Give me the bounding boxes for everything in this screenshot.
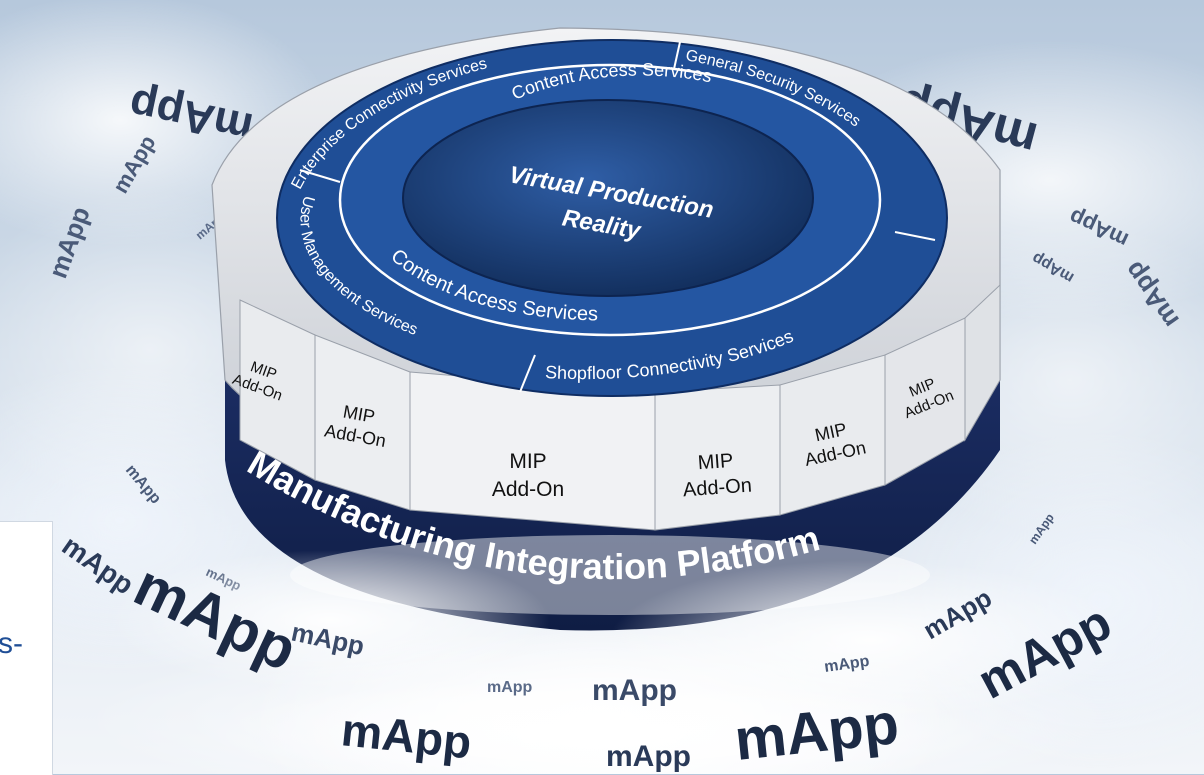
cloud-foreground [110, 550, 1130, 774]
side-panel-text: s- [0, 627, 23, 660]
app-label: mApp [823, 653, 870, 676]
addon-label: MIP [697, 450, 734, 474]
side-panel: s- [0, 521, 53, 775]
addon-block-4: MIP Add-On [682, 450, 752, 502]
addon-label: Add-On [682, 475, 752, 502]
app-label: mApp [592, 674, 677, 707]
app-label: mApp [108, 131, 161, 197]
app-label: mApp [606, 740, 691, 773]
center-disk: Virtual Production Reality [402, 99, 814, 297]
addon-label: MIP [509, 450, 546, 473]
addon-label: Add-On [492, 478, 564, 501]
app-label: mApp [57, 530, 140, 601]
addon-block-3: MIP Add-On [492, 450, 564, 501]
app-label: mApp [487, 679, 533, 696]
